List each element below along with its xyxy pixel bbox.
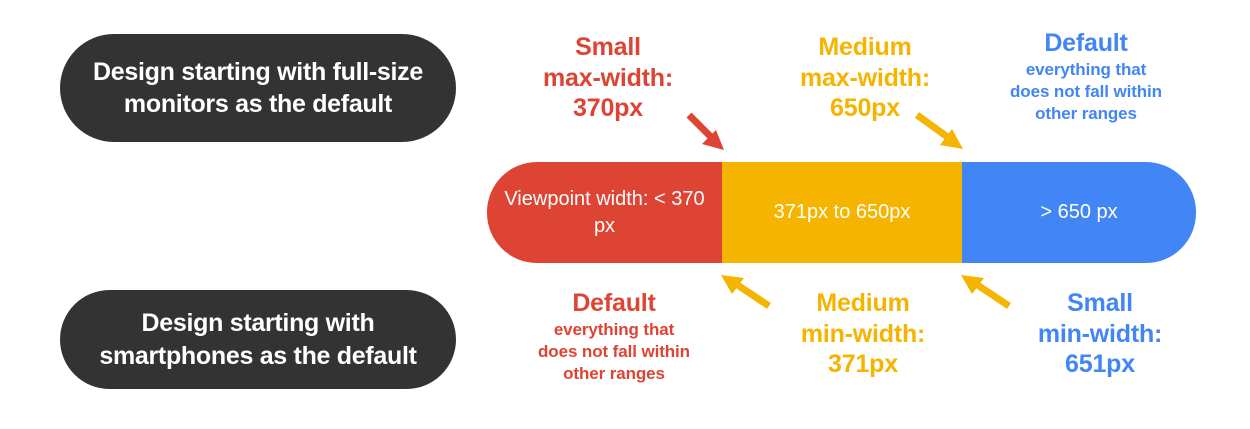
range-segment-small-label: Viewpoint width: < 370 px [504,187,705,237]
callout-default-top-sub1: everything that [1025,59,1147,79]
callout-medium-min-title: Medium [816,289,910,317]
callout-default-bottom-sub3: other ranges [563,364,665,384]
range-segment-medium-label: 371px to 650px [773,201,911,223]
callout-medium-min-line2: min-width: [800,319,926,348]
pill-desktop-first-label: Design starting with full-size monitors … [93,57,423,119]
callout-small-min-width: Small min-width: 651px [1010,288,1190,380]
range-segment-default: > 650 px [962,162,1196,263]
arrow-small-max-icon [686,112,724,150]
arrow-medium-min-icon [721,275,771,309]
callout-small-min-line3: 651px [1065,350,1135,378]
viewport-range-bar: Viewpoint width: < 370 px 371px to 650px… [487,162,1196,263]
callout-small-min-title: Small [1067,289,1133,317]
callout-small-max-title: Small [575,33,641,61]
callout-medium-min-line3: 371px [828,350,898,378]
callout-small-max-line2: max-width: [543,63,673,92]
callout-default-bottom-title: Default [572,289,656,317]
callout-small-max-width: Small max-width: 370px [523,32,693,124]
callout-medium-min-width: Medium min-width: 371px [768,288,958,380]
arrow-small-min-icon [961,275,1011,309]
pill-desktop-first: Design starting with full-size monitors … [60,34,456,142]
range-segment-small: Viewpoint width: < 370 px [487,162,722,263]
callout-medium-max-title: Medium [818,33,912,61]
callout-default-top-title: Default [1044,29,1128,57]
callout-default-top-sub2: does not fall within [1010,81,1162,101]
range-segment-default-label: > 650 px [1040,201,1118,223]
callout-small-max-line3: 370px [573,94,643,122]
callout-default-top-sub3: other ranges [1035,104,1137,124]
callout-small-min-line2: min-width: [1037,319,1163,348]
pill-mobile-first-label: Design starting with smartphones as the … [99,309,417,370]
callout-default-top: Default everything that does not fall wi… [988,28,1184,126]
callout-default-bottom-sub2: does not fall within [538,341,690,361]
range-segment-medium: 371px to 650px [722,162,962,263]
callout-default-bottom-sub1: everything that [553,319,675,339]
callout-medium-max-line3: 650px [830,94,900,122]
callout-medium-max-line2: max-width: [800,63,930,92]
callout-medium-max-width: Medium max-width: 650px [770,32,960,124]
callout-default-bottom: Default everything that does not fall wi… [510,288,718,386]
pill-mobile-first: Design starting with smartphones as the … [60,290,456,389]
